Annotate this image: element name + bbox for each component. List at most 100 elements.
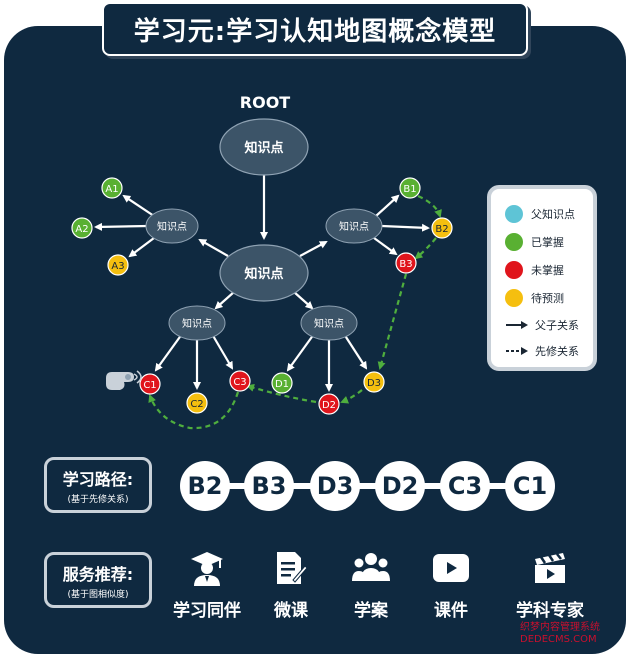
node-a2-label: A2: [75, 224, 88, 235]
concept-bottom-right[interactable]: [300, 305, 358, 341]
legend-unmastered-label: 未掌握: [531, 264, 564, 277]
edge-prereq-b3-d3: [377, 273, 408, 370]
concept-bottom-left[interactable]: [168, 305, 226, 341]
clapperboard-icon: [533, 550, 567, 586]
edge-center-right: [299, 241, 328, 257]
node-a3[interactable]: [107, 254, 129, 276]
legend-parent-label: 父知识点: [531, 208, 575, 221]
services-label-box: 服务推荐: (基于图相似度): [44, 552, 152, 608]
service-study-plan-label: 学案: [354, 601, 388, 621]
concept-center-label: 知识点: [244, 266, 283, 282]
service-learning-peer[interactable]: 学习同伴: [167, 550, 247, 621]
service-courseware[interactable]: 课件: [426, 550, 476, 621]
legend-item-unmastered: 未掌握: [505, 261, 564, 279]
services-label: 服务推荐:: [62, 564, 134, 584]
edge-right-b1: [375, 194, 400, 217]
edge-prereq-b1-b2: [417, 194, 442, 218]
path-step-6[interactable]: C1: [505, 461, 555, 511]
edge-bl-c1: [154, 333, 183, 372]
edge-center-bottom-left: [214, 291, 235, 310]
node-c1[interactable]: [139, 373, 161, 395]
watermark-line-2: DEDECMS.COM: [520, 634, 597, 645]
legend-mastered-label: 已掌握: [531, 236, 564, 249]
legend-item-parent: 父知识点: [505, 205, 575, 223]
service-subject-expert-label: 学科专家: [516, 601, 584, 621]
edge-br-d3: [343, 333, 368, 370]
node-c2[interactable]: [186, 392, 208, 414]
learning-path-label: 学习路径:: [62, 469, 134, 489]
node-b3[interactable]: [395, 252, 417, 274]
edge-center-bottom-right: [293, 291, 314, 310]
node-a2[interactable]: [71, 217, 93, 239]
path-step-4[interactable]: D2: [375, 461, 425, 511]
concept-right[interactable]: [325, 208, 383, 244]
node-d3[interactable]: [363, 371, 385, 393]
node-b2-label: B2: [435, 224, 448, 235]
service-micro-lesson-label: 微课: [274, 601, 308, 621]
node-c1-label: C1: [143, 380, 156, 391]
service-subject-expert[interactable]: 学科专家: [508, 550, 592, 621]
mastered-dot-icon: [505, 233, 523, 251]
services-sublabel: (基于图相似度): [67, 589, 129, 600]
edge-right-b3: [373, 237, 398, 256]
node-b2[interactable]: [431, 217, 453, 239]
edge-right-b2: [381, 223, 430, 232]
node-d1[interactable]: [271, 372, 293, 394]
edge-prereq-b2-b3: [414, 237, 437, 260]
legend: 父知识点 已掌握 未掌握 待预测 父子关系 先修关系: [487, 185, 597, 371]
watermark-line-1: 织梦内容管理系统: [520, 622, 600, 633]
edge-center-left: [198, 239, 229, 257]
service-courseware-label: 课件: [434, 601, 468, 621]
edge-prereq-d3-d2: [340, 389, 363, 404]
concept-center[interactable]: [219, 244, 309, 302]
root-label: ROOT: [240, 93, 291, 112]
node-c3[interactable]: [229, 370, 251, 392]
learning-path-label-box: 学习路径: (基于先修关系): [44, 457, 152, 513]
learning-path-sublabel: (基于先修关系): [67, 494, 129, 505]
legend-item-to-predict: 待预测: [505, 289, 564, 307]
node-c3-label: C3: [233, 377, 246, 388]
node-d3-label: D3: [367, 378, 381, 389]
path-step-3[interactable]: D3: [310, 461, 360, 511]
legend-item-mastered: 已掌握: [505, 233, 564, 251]
edge-left-a2: [94, 222, 149, 231]
parent-dot-icon: [505, 205, 523, 223]
node-d2[interactable]: [318, 393, 340, 415]
concept-left[interactable]: [145, 208, 199, 244]
legend-to-predict-label: 待预测: [531, 292, 564, 305]
hand-pointer-icon: [106, 370, 142, 390]
concept-top[interactable]: [219, 118, 309, 176]
path-step-5[interactable]: C3: [440, 461, 490, 511]
service-micro-lesson[interactable]: 微课: [266, 550, 316, 621]
solid-arrow-icon: [505, 320, 529, 330]
legend-item-prerequisite: 先修关系: [505, 343, 579, 359]
unmastered-dot-icon: [505, 261, 523, 279]
edge-prereq-d2-c3: [246, 383, 317, 404]
node-b3-label: B3: [399, 259, 412, 270]
title-banner: 学习元:学习认知地图概念模型: [102, 2, 528, 56]
concept-bottom-left-label: 知识点: [182, 317, 212, 330]
people-group-icon: [352, 550, 390, 586]
video-play-icon: [433, 550, 469, 586]
node-d1-label: D1: [275, 379, 289, 390]
concept-bottom-right-label: 知识点: [314, 317, 344, 330]
to-predict-dot-icon: [505, 289, 523, 307]
document-edit-icon: [275, 550, 307, 586]
path-step-1[interactable]: B2: [180, 461, 230, 511]
path-step-2[interactable]: B3: [244, 461, 294, 511]
dashed-arrow-icon: [505, 346, 529, 356]
edge-bl-c3: [211, 333, 234, 370]
node-c2-label: C2: [190, 399, 203, 410]
legend-item-parent-child: 父子关系: [505, 317, 579, 333]
service-learning-peer-label: 学习同伴: [173, 601, 241, 621]
node-b1-label: B1: [403, 184, 416, 195]
concept-left-label: 知识点: [157, 220, 187, 233]
node-a1[interactable]: [101, 177, 123, 199]
edge-br-d1: [286, 333, 315, 372]
node-b1[interactable]: [399, 177, 421, 199]
service-study-plan[interactable]: 学案: [346, 550, 396, 621]
concept-right-label: 知识点: [339, 220, 369, 233]
edge-prereq-c3-c1: [148, 391, 240, 430]
node-d2-label: D2: [322, 400, 336, 411]
